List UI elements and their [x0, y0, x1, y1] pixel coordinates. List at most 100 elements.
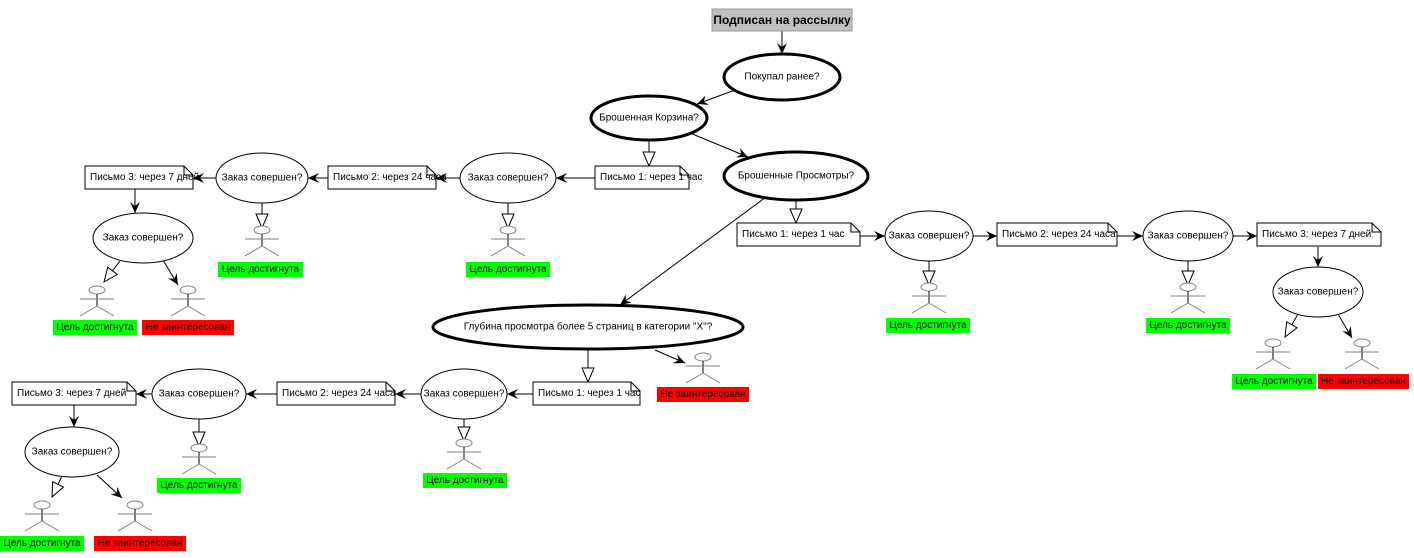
letter-label: Письмо 3: через 7 дней — [1262, 229, 1371, 240]
flow-arrow — [162, 259, 179, 286]
order-check: Заказ совершен? — [92, 212, 194, 264]
note-fold — [850, 223, 860, 233]
note-shape — [736, 222, 861, 247]
order-check: Заказ совершен? — [884, 210, 974, 262]
no-branch-arrow — [52, 475, 62, 497]
outcome-label: Цель достигнута — [426, 475, 504, 486]
outcome-label-bg — [1318, 374, 1409, 389]
order-check: Заказ совершен? — [215, 152, 309, 204]
letter-label: Письмо 3: через 7 дней — [17, 388, 126, 399]
note-fold — [679, 166, 689, 176]
order-check-ellipse — [215, 152, 309, 204]
note-shape — [327, 165, 437, 190]
decision-label: Брошенные Просмотры? — [738, 171, 855, 182]
outcome-label: Не заинтересован — [661, 389, 746, 400]
letter-note-1: Письмо 1: через 1 час — [532, 381, 641, 406]
note-fold — [1371, 223, 1381, 233]
note-shape — [1256, 222, 1382, 247]
decision-label: Брошенная Корзина? — [599, 113, 699, 124]
outcome-not-interested: Не заинтересован — [142, 285, 234, 335]
letter-label: Письмо 2: через 24 часа — [282, 388, 396, 399]
letter-label: Письмо 3: через 7 дней — [90, 172, 199, 183]
order-check-ellipse — [151, 368, 247, 420]
letter-note-3: Письмо 3: через 7 дней — [1256, 222, 1382, 247]
decision-ellipse — [589, 94, 709, 142]
decision-views: Брошенные Просмотры? — [722, 150, 870, 202]
outcome-label: Не заинтересован — [146, 322, 231, 333]
order-check: Заказ совершен? — [420, 368, 508, 420]
letter-note-2: Письмо 2: через 24 часа — [327, 165, 447, 190]
outcome-not-interested: Не заинтересован — [657, 352, 749, 402]
actor-icon — [911, 282, 947, 314]
outcome-goal: Цель достигнута — [886, 282, 970, 333]
order-check: Заказ совершен? — [459, 152, 557, 204]
outcome-goal: Цель достигнута — [0, 500, 84, 551]
letter-note-2: Письмо 2: через 24 часа — [276, 381, 396, 406]
decision-ellipse — [722, 150, 870, 202]
outcome-label: Цель достигнута — [1149, 320, 1227, 331]
flow-arrow — [619, 196, 767, 306]
order-check-label: Заказ совершен? — [424, 389, 505, 400]
letter-label: Письмо 1: через 1 час — [538, 388, 640, 399]
outcome-goal: Цель достигнута — [466, 225, 550, 277]
note-fold — [183, 166, 193, 176]
decision-label: Покупал ранее? — [744, 72, 820, 83]
decision-ellipse — [722, 52, 842, 102]
actor-icon — [685, 352, 721, 384]
letter-label: Письмо 2: через 24 часа — [1002, 229, 1116, 240]
outcome-label: Цель достигнута — [160, 480, 238, 491]
outcome-label-bg — [466, 262, 550, 277]
letter-note-3: Письмо 3: через 7 дней — [11, 381, 137, 406]
letter-label: Письмо 2: через 24 часа — [333, 172, 447, 183]
decision-depth: Глубина просмотра более 5 страниц в кате… — [431, 303, 745, 351]
order-check-label: Заказ совершен? — [32, 447, 113, 458]
note-fold — [630, 382, 640, 392]
letter-note-2: Письмо 2: через 24 часа — [996, 222, 1118, 247]
order-check-ellipse — [92, 212, 194, 264]
order-check-ellipse — [1142, 210, 1234, 262]
order-check: Заказ совершен? — [24, 426, 120, 478]
actor-icon — [24, 500, 60, 532]
order-check: Заказ совершен? — [151, 368, 247, 420]
no-branch-arrow — [104, 260, 121, 282]
outcome-label: Цель достигнута — [1235, 376, 1313, 387]
order-check-label: Заказ совершен? — [103, 233, 184, 244]
actor-icon — [79, 285, 115, 317]
note-fold — [126, 382, 136, 392]
order-check-ellipse — [884, 210, 974, 262]
start-node-subscribed: Подписан на рассылку — [711, 8, 853, 32]
actor-icon — [1170, 282, 1206, 314]
order-check-label: Заказ совершен? — [159, 389, 240, 400]
letter-note-1: Письмо 1: через 1 час — [736, 222, 861, 247]
outcome-label-bg — [423, 473, 507, 488]
order-check-label: Заказ совершен? — [1148, 231, 1229, 242]
outcome-goal: Цель достигнута — [423, 438, 507, 488]
outcome-label-bg — [0, 536, 84, 551]
order-check-ellipse — [1272, 266, 1364, 318]
outcome-label-bg — [218, 262, 303, 277]
outcome-goal: Цель достигнута — [53, 285, 137, 335]
outcome-label-bg — [657, 387, 749, 402]
actor-icon — [244, 225, 280, 257]
letter-note-1: Письмо 1: через 1 час — [594, 165, 702, 190]
flow-arrow — [654, 349, 686, 364]
note-fold — [385, 382, 395, 392]
outcome-label-bg — [886, 318, 970, 333]
outcome-label-bg — [1232, 374, 1316, 389]
flow-arrow — [689, 132, 749, 158]
outcome-label: Не заинтересован — [98, 538, 183, 549]
outcome-label-bg — [142, 320, 234, 335]
decision-bought: Покупал ранее? — [722, 52, 842, 102]
outcome-label-bg — [94, 536, 186, 551]
actor-icon — [170, 285, 206, 317]
edges — [52, 31, 1353, 499]
decision-cart: Брошенная Корзина? — [589, 94, 709, 142]
outcome-label: Цель достигнута — [3, 538, 81, 549]
outcome-not-interested: Не заинтересован — [1318, 338, 1409, 389]
outcome-goal: Цель достигнута — [218, 225, 303, 277]
flow-arrow — [96, 474, 123, 499]
note-shape — [84, 165, 194, 190]
actor-icon — [181, 443, 217, 475]
outcome-label: Цель достигнута — [56, 322, 134, 333]
